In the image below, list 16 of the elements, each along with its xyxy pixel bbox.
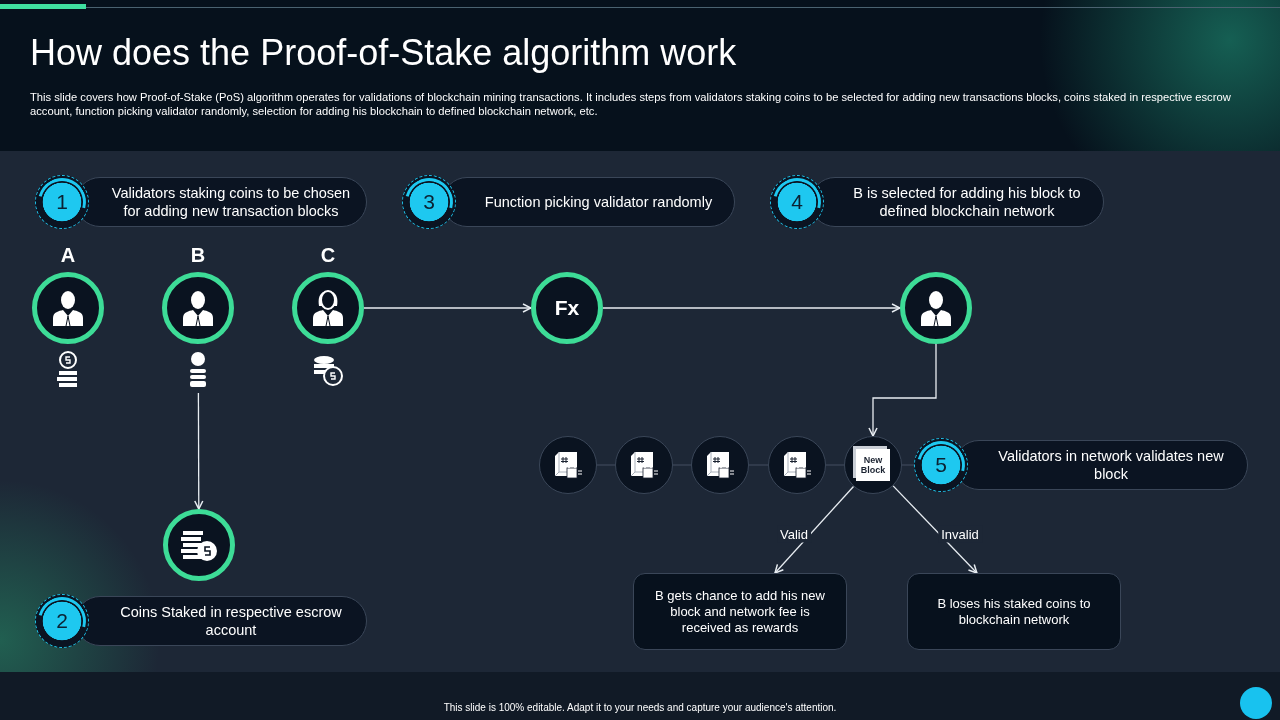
outcome-box: B gets chance to add his new block and network fee is received as rewards: [633, 573, 847, 650]
arrow: [194, 392, 204, 510]
function-circle: Fx: [531, 272, 603, 344]
slide-description: This slide covers how Proof-of-Stake (PoS) algorithm operates for validations of blockchain mining transactions. It includes steps from validators staking coins to be selected for adding new transactions blocks, coins staked in respective escrow account, function picking validator randomly, selection for adding his blockchain to defined blockchain network, etc.: [30, 90, 1232, 118]
arrow: [892, 485, 978, 574]
validator-letter: A: [60, 243, 76, 267]
footer-note: This slide is 100% editable. Adapt it to your needs and capture your audience's attention.: [442, 702, 838, 713]
arrow: [602, 303, 901, 313]
arrow: [868, 343, 937, 437]
arrow: [363, 303, 532, 313]
validator-letter: C: [320, 243, 336, 267]
outcome-box: B loses his staked coins to blockchain network: [907, 573, 1121, 650]
arrow: [774, 485, 855, 574]
new-block-cube: New Block: [856, 449, 890, 481]
slide-title: How does the Proof-of-Stake algorithm work: [30, 32, 737, 74]
validator-letter: B: [190, 243, 206, 267]
